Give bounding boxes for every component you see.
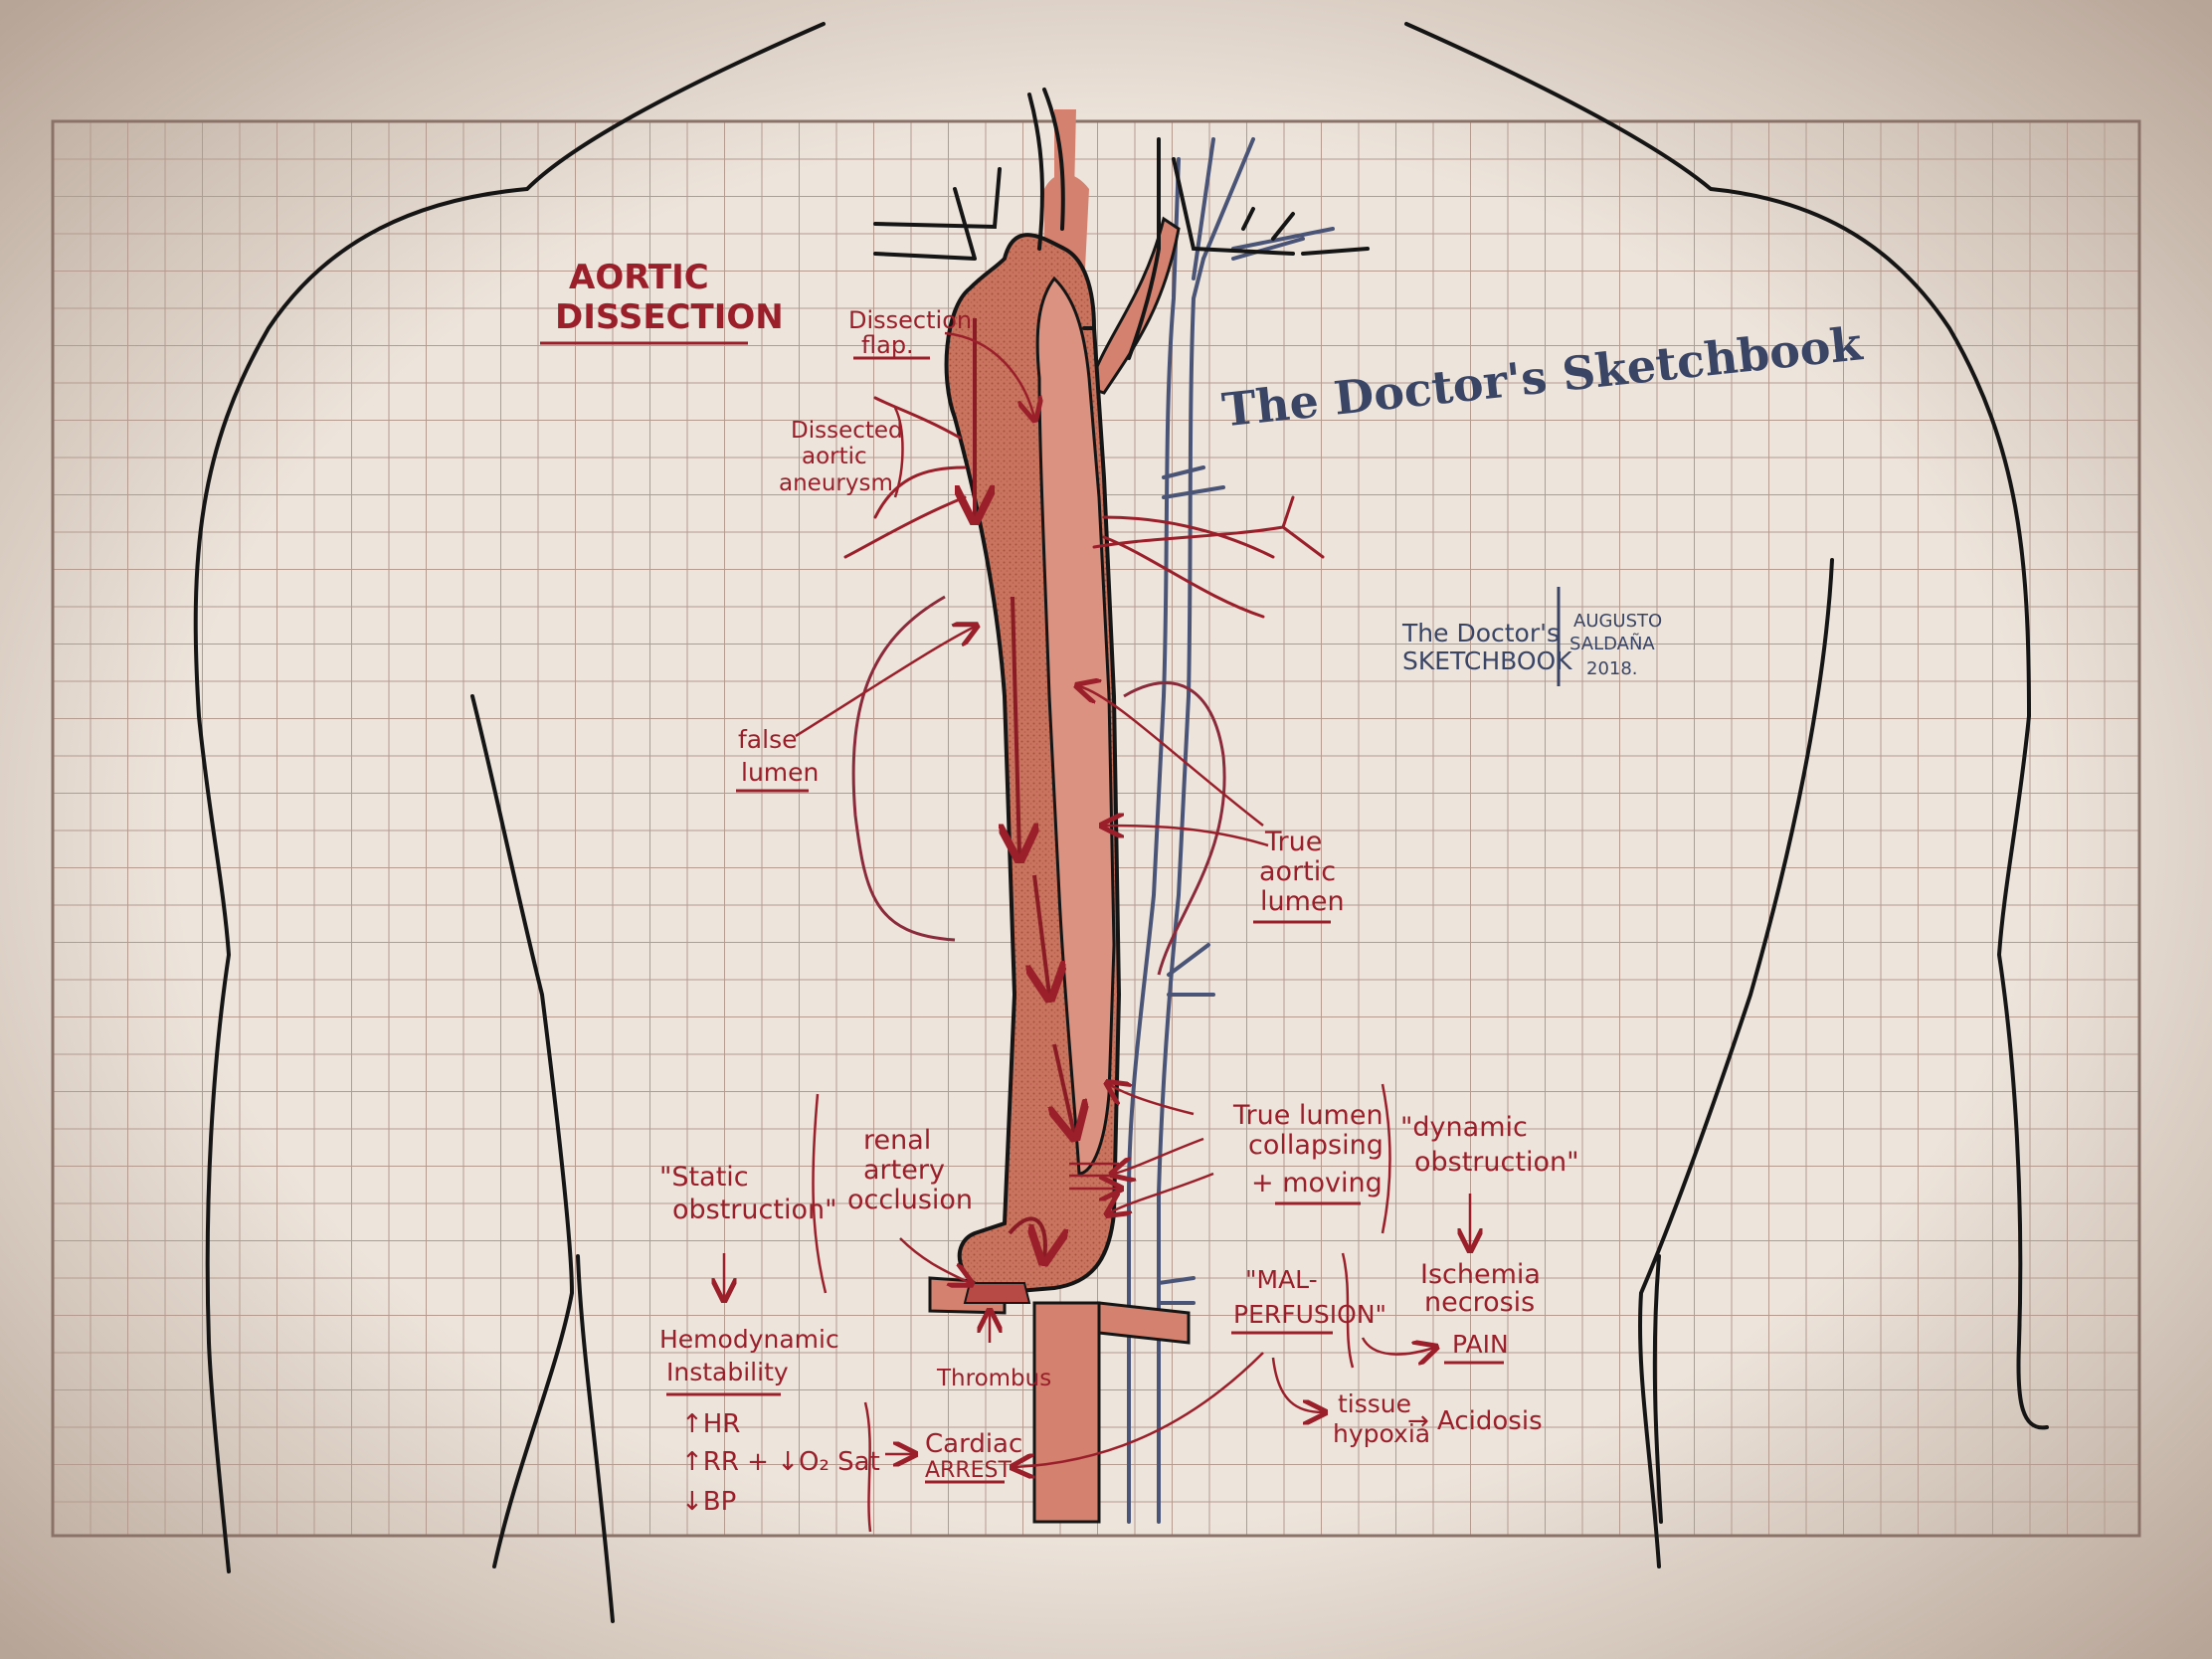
label-collapsing-3: + moving	[1251, 1168, 1382, 1198]
body-outline	[193, 22, 2049, 1623]
annotation-arrows	[724, 331, 1470, 1467]
label-aneurysm-2: aortic	[802, 444, 867, 469]
label-false-lumen-1: false	[738, 725, 797, 754]
signature-right-1: AUGUSTO	[1573, 611, 1662, 632]
label-renal-2: artery	[863, 1155, 945, 1186]
label-tissue-1: tissue	[1338, 1389, 1411, 1418]
annotation-labels: Dissection flap. Dissected aortic aneury…	[659, 306, 1579, 1517]
false-lumen-contour	[851, 595, 1226, 976]
label-true-lumen-1: True	[1264, 827, 1322, 857]
label-hemodynamic-1: Hemodynamic	[659, 1325, 839, 1354]
title-block: AORTIC DISSECTION	[555, 258, 784, 337]
label-cardiac-2: ARREST	[925, 1458, 1012, 1483]
flow-arrows	[975, 318, 1074, 1258]
title-line-2: DISSECTION	[555, 297, 784, 337]
label-acidosis: → Acidosis	[1407, 1406, 1543, 1436]
aortic-branches	[843, 396, 1325, 619]
label-bp: ↓BP	[681, 1487, 736, 1517]
label-renal-1: renal	[863, 1125, 931, 1156]
abdominal-aorta-lower	[1032, 1301, 1101, 1524]
label-aneurysm-1: Dissected	[791, 418, 903, 444]
title-line-1: AORTIC	[569, 258, 709, 297]
label-aneurysm-3: aneurysm	[779, 470, 893, 496]
label-thrombus: Thrombus	[936, 1366, 1051, 1391]
signature-block: The Doctor's SKETCHBOOK AUGUSTO SALDAÑA …	[1401, 611, 1662, 679]
signature-right-3: 2018.	[1586, 658, 1638, 679]
label-ischemia-2: necrosis	[1424, 1287, 1535, 1318]
label-dissection-flap-1: Dissection	[848, 306, 972, 334]
label-renal-3: occlusion	[847, 1185, 973, 1215]
label-false-lumen-2: lumen	[741, 758, 819, 787]
signature-left-1: The Doctor's	[1401, 619, 1560, 647]
signature-left-2: SKETCHBOOK	[1402, 646, 1572, 675]
label-static-2: obstruction"	[672, 1195, 837, 1225]
label-malperfusion-1: "MAL-	[1245, 1265, 1318, 1294]
label-pain: PAIN	[1452, 1330, 1509, 1359]
label-dissection-flap-2: flap.	[861, 331, 914, 359]
label-hr: ↑HR	[681, 1409, 740, 1439]
label-collapsing-1: True lumen	[1232, 1100, 1383, 1131]
brachiocephalic-trunk	[1054, 109, 1076, 194]
underlines	[540, 341, 1504, 1484]
signature-right-2: SALDAÑA	[1569, 633, 1655, 654]
label-dynamic-2: obstruction"	[1414, 1147, 1579, 1178]
label-true-lumen-2: aortic	[1259, 856, 1336, 887]
label-dynamic-1: "dynamic	[1400, 1112, 1528, 1143]
label-cardiac-1: Cardiac	[925, 1429, 1022, 1459]
label-rr: ↑RR + ↓O₂ Sat	[681, 1447, 880, 1477]
label-malperfusion-2: PERFUSION"	[1233, 1300, 1386, 1329]
label-static-1: "Static	[659, 1162, 749, 1193]
label-true-lumen-3: lumen	[1260, 886, 1345, 917]
label-collapsing-2: collapsing	[1248, 1130, 1383, 1161]
thrombus	[963, 1282, 1031, 1304]
label-ischemia-1: Ischemia	[1420, 1259, 1541, 1290]
supra-aortic-vessels	[873, 88, 1370, 360]
brackets	[812, 407, 1391, 1533]
label-hemodynamic-2: Instability	[666, 1358, 789, 1386]
label-tissue-2: hypoxia	[1333, 1419, 1430, 1448]
